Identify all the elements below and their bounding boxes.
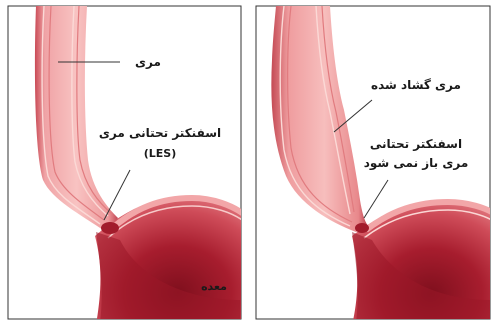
left-panel: مری اسفنکتر تحتانی مری (LES) معده [8, 6, 245, 322]
right-sphincter-label-line1: اسفنکتر تحتانی [370, 137, 462, 151]
left-sphincter-label-line1: اسفنکتر تحتانی مری [99, 126, 221, 140]
left-sphincter-label-line2: (LES) [144, 147, 177, 160]
right-dilated-esophagus-label: مری گشاد شده [371, 78, 461, 92]
left-les-junction [101, 222, 119, 234]
right-les-junction [355, 223, 369, 233]
left-stomach-label: معده [201, 280, 227, 293]
right-panel: مری گشاد شده اسفنکتر تحتانی مری باز نمی … [256, 6, 495, 322]
left-esophagus-label: مری [135, 55, 161, 69]
right-sphincter-label-line2: مری باز نمی شود [364, 156, 469, 171]
